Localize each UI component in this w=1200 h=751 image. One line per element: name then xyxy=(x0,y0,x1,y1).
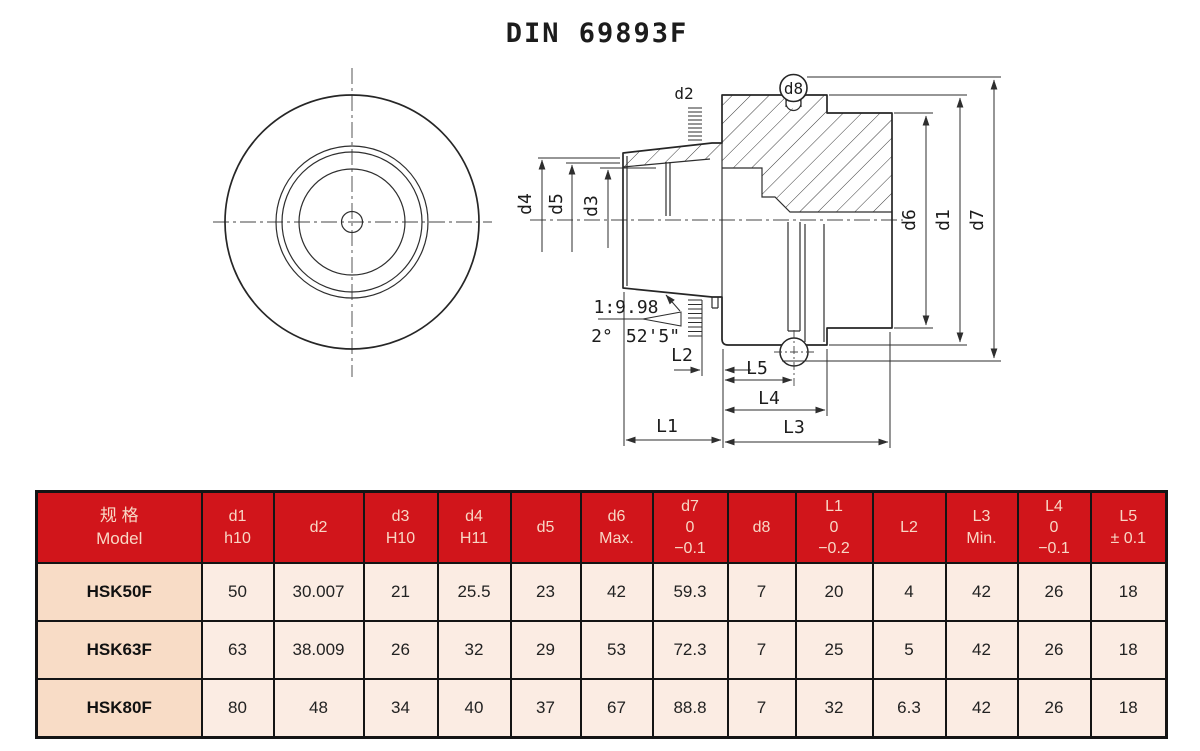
value-cell: 50 xyxy=(200,562,275,622)
model-cell: HSK63F xyxy=(35,620,203,680)
value-cell: 88.8 xyxy=(651,678,729,739)
value-cell: 18 xyxy=(1089,620,1168,680)
model-cell: HSK80F xyxy=(35,678,203,739)
header-col-L4: L4 0 −0.1 xyxy=(1016,490,1092,564)
value-cell: 23 xyxy=(509,562,582,622)
dim-label-d1: d1 xyxy=(933,209,954,231)
value-cell: 18 xyxy=(1089,562,1168,622)
model-cell: HSK50F xyxy=(35,562,203,622)
value-cell: 26 xyxy=(1016,620,1092,680)
value-cell: 42 xyxy=(944,620,1019,680)
header-col-d5: d5 xyxy=(509,490,582,564)
header-col-d1: d1 h10 xyxy=(200,490,275,564)
value-cell: 26 xyxy=(362,620,439,680)
value-cell: 63 xyxy=(200,620,275,680)
header-col-L2: L2 xyxy=(871,490,947,564)
value-cell: 25 xyxy=(794,620,874,680)
value-cell: 80 xyxy=(200,678,275,739)
value-cell: 40 xyxy=(436,678,512,739)
dim-label-L2: L2 xyxy=(671,345,693,366)
header-model: 规 格 Model xyxy=(35,490,203,564)
value-cell: 67 xyxy=(579,678,654,739)
header-col-L5: L5 ± 0.1 xyxy=(1089,490,1168,564)
value-cell: 53 xyxy=(579,620,654,680)
value-cell: 7 xyxy=(726,678,797,739)
table-row: HSK50F 50 30.007 21 25.5 23 42 59.3 7 20… xyxy=(35,562,1168,622)
value-cell: 26 xyxy=(1016,562,1092,622)
hatch-shank xyxy=(623,143,722,167)
dim-label-L5: L5 xyxy=(746,358,768,379)
value-cell: 42 xyxy=(944,562,1019,622)
header-col-L1: L1 0 −0.2 xyxy=(794,490,874,564)
dim-label-d3: d3 xyxy=(581,195,602,217)
dim-label-d2: d2 xyxy=(674,84,693,103)
spec-table: 规 格 Model d1 h10 d2 d3 H10 d4 H11 d5 d6 … xyxy=(35,490,1168,739)
value-cell: 32 xyxy=(436,620,512,680)
value-cell: 7 xyxy=(726,562,797,622)
section-view: d8 xyxy=(530,73,903,388)
taper-angle-deg: 2° xyxy=(591,326,613,347)
header-row: 规 格 Model d1 h10 d2 d3 H10 d4 H11 d5 d6 … xyxy=(35,490,1168,564)
header-col-d8: d8 xyxy=(726,490,797,564)
value-cell: 5 xyxy=(871,620,947,680)
value-cell: 4 xyxy=(871,562,947,622)
header-col-d3: d3 H10 xyxy=(362,490,439,564)
value-cell: 6.3 xyxy=(871,678,947,739)
value-cell: 72.3 xyxy=(651,620,729,680)
header-col-d7: d7 0 −0.1 xyxy=(651,490,729,564)
technical-drawing: DIN 69893F xyxy=(213,18,1001,448)
clamp-ball-bottom xyxy=(774,330,814,388)
table-row: HSK80F 80 48 34 40 37 67 88.8 7 32 6.3 4… xyxy=(35,678,1168,739)
hatch-body xyxy=(722,95,892,212)
taper-ratio-label: 1:9.98 xyxy=(593,297,658,318)
value-cell: 42 xyxy=(944,678,1019,739)
value-cell: 20 xyxy=(794,562,874,622)
value-cell: 26 xyxy=(1016,678,1092,739)
front-view xyxy=(213,68,492,377)
balloon-d8: d8 xyxy=(779,73,808,103)
taper-symbol xyxy=(642,311,682,327)
value-cell: 25.5 xyxy=(436,562,512,622)
value-cell: 18 xyxy=(1089,678,1168,739)
value-cell: 29 xyxy=(509,620,582,680)
table-row: HSK63F 63 38.009 26 32 29 53 72.3 7 25 5… xyxy=(35,620,1168,680)
value-cell: 21 xyxy=(362,562,439,622)
value-cell: 30.007 xyxy=(272,562,365,622)
header-col-L3: L3 Min. xyxy=(944,490,1019,564)
dim-label-d6: d6 xyxy=(899,209,920,231)
taper-angle-minsec: 52'5" xyxy=(626,326,680,347)
value-cell: 37 xyxy=(509,678,582,739)
dim-label-d7: d7 xyxy=(967,209,988,231)
value-cell: 38.009 xyxy=(272,620,365,680)
dimensions: d4 d5 d3 d2 d6 d1 d7 xyxy=(515,76,1001,448)
dim-label-L4: L4 xyxy=(758,388,780,409)
value-cell: 7 xyxy=(726,620,797,680)
dim-label-d4: d4 xyxy=(515,193,536,215)
value-cell: 48 xyxy=(272,678,365,739)
page-title: DIN 69893F xyxy=(506,18,689,49)
dim-label-L1: L1 xyxy=(656,416,678,437)
dim-label-L3: L3 xyxy=(783,417,805,438)
value-cell: 42 xyxy=(579,562,654,622)
dim-label-d8: d8 xyxy=(784,79,803,98)
dim-label-d5: d5 xyxy=(546,193,567,215)
header-col-d4: d4 H11 xyxy=(436,490,512,564)
value-cell: 34 xyxy=(362,678,439,739)
value-cell: 32 xyxy=(794,678,874,739)
header-col-d6: d6 Max. xyxy=(579,490,654,564)
header-col-d2: d2 xyxy=(272,490,365,564)
taper-annotation: 1:9.98 2° 52'5" xyxy=(591,294,682,347)
thread-marks xyxy=(688,107,702,337)
value-cell: 59.3 xyxy=(651,562,729,622)
